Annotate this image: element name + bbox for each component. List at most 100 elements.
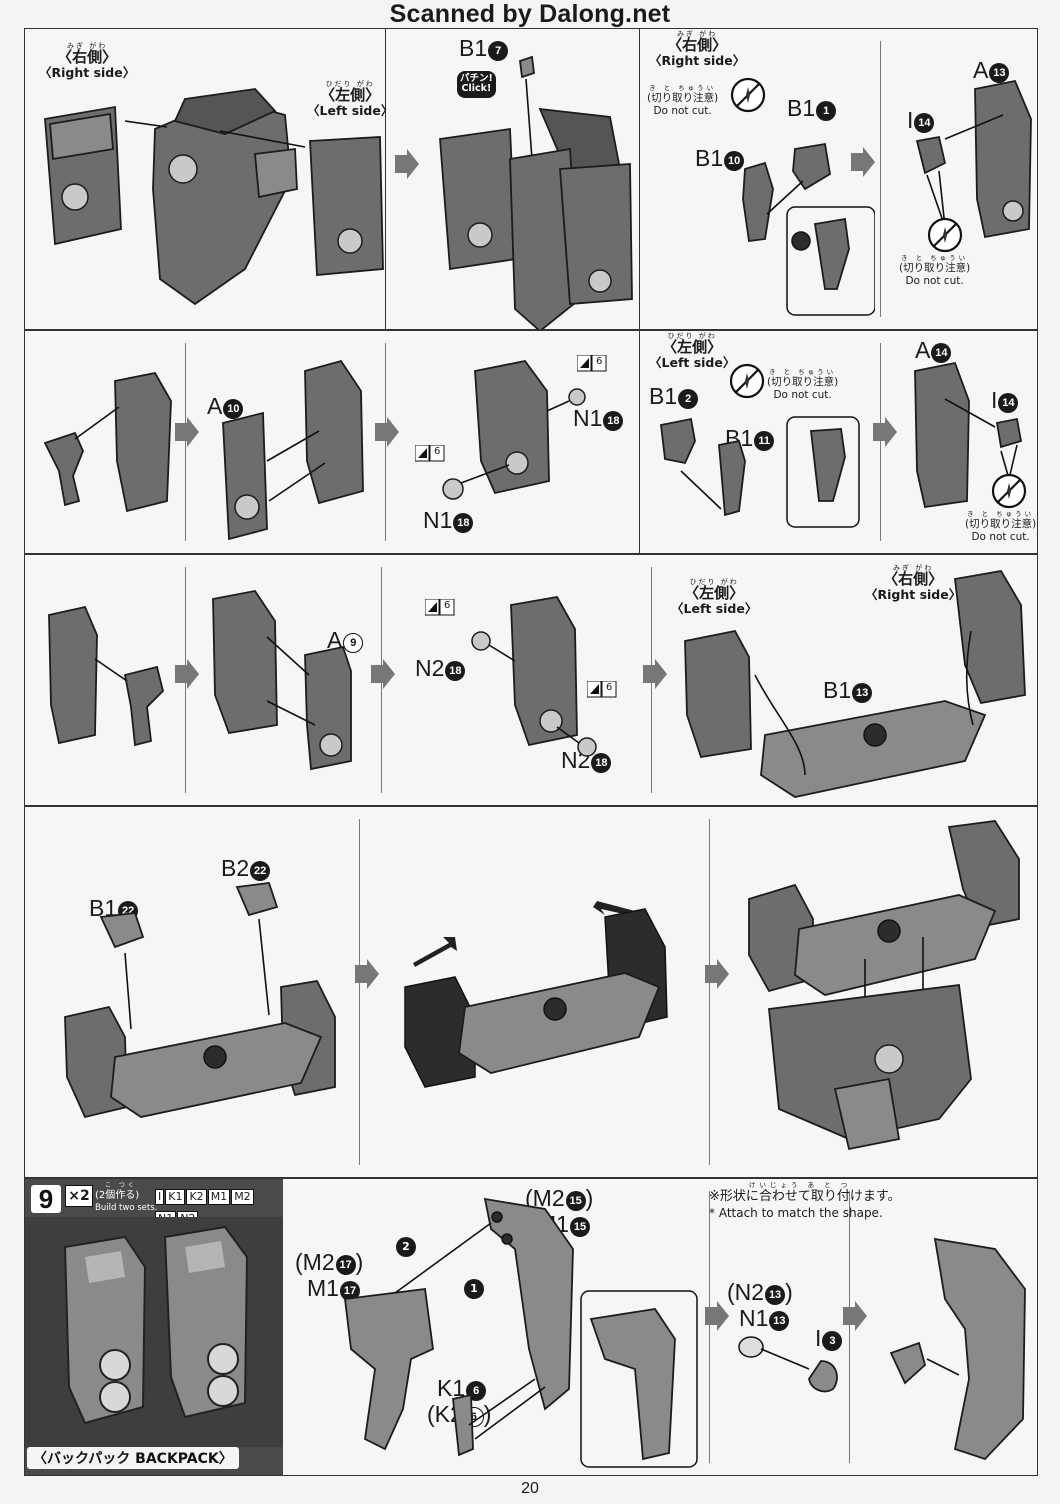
order-1-badge: 1 bbox=[463, 1279, 484, 1299]
step-arrow-icon-12 bbox=[843, 1301, 867, 1331]
page-number: 20 bbox=[521, 1480, 539, 1497]
row2-divider-a bbox=[185, 343, 186, 541]
row4-panel1-illustration bbox=[64, 882, 336, 1119]
step-arrow-icon-2 bbox=[851, 147, 875, 177]
no-cut-icon-3 bbox=[729, 363, 765, 399]
step-number: 9 bbox=[31, 1185, 61, 1213]
row1-divider-a bbox=[385, 29, 386, 329]
no-cut-icon bbox=[730, 77, 766, 113]
step-arrow-icon-11 bbox=[705, 1301, 729, 1331]
left-side-label: ひだり がわ 〈左側〉 〈Left side〉 bbox=[307, 80, 394, 119]
row2-divider-d bbox=[880, 343, 881, 541]
row2-divider-b bbox=[385, 343, 386, 541]
row2-panel1-illustration bbox=[43, 371, 172, 513]
no-cut-icon-2 bbox=[927, 217, 963, 253]
right-side-label: みぎ がわ 〈右側〉 〈Right side〉 bbox=[39, 42, 136, 81]
instruction-row-1: みぎ がわ 〈右側〉 〈Right side〉 ひだり がわ 〈左側〉 〈Lef… bbox=[24, 28, 1038, 331]
runner-tag-icon-3 bbox=[425, 599, 455, 616]
attach-shape-note: けいじょう あ と つ ※形状に合わせて取り付けます。 * Attach to … bbox=[709, 1181, 901, 1221]
step9-divider-a bbox=[709, 1191, 710, 1463]
runner-tag-number-3: 6 bbox=[444, 600, 451, 611]
runner-tag-number: 6 bbox=[596, 356, 603, 367]
row4-panel2-illustration bbox=[404, 895, 668, 1088]
runner-k2: K2 bbox=[186, 1189, 207, 1205]
no-cut-icon-4 bbox=[991, 473, 1027, 509]
row2-panel2-illustration bbox=[222, 359, 364, 541]
step-arrow-icon-8 bbox=[643, 659, 667, 689]
backpack-label: 〈バックパック BACKPACK〉 bbox=[27, 1447, 239, 1469]
row1-panel3-illustration bbox=[742, 142, 875, 316]
caution-note-2: き と ちゅうい (切り取り注意)Do not cut. bbox=[899, 254, 971, 287]
row2-divider-c bbox=[639, 331, 640, 553]
row2-panel4-illustration bbox=[660, 416, 860, 528]
runner-k1: K1 bbox=[165, 1189, 186, 1205]
step-arrow-icon-6 bbox=[175, 659, 199, 689]
step-arrow-icon-4 bbox=[375, 417, 399, 447]
row2-panel3-illustration bbox=[442, 360, 586, 500]
row1-panel4-illustration bbox=[915, 79, 1032, 239]
runner-tag-number-2: 6 bbox=[434, 446, 441, 457]
row4-divider-a bbox=[359, 819, 360, 1165]
step9-final-illustration bbox=[889, 1237, 1026, 1461]
right-side-label-2: みぎ がわ 〈右側〉 〈Right side〉 bbox=[649, 30, 746, 69]
step9-assembly-illustration bbox=[343, 1197, 698, 1468]
row3-panel3-illustration bbox=[471, 596, 597, 757]
build-two-sets-label: こ つく (2個作る) Build two sets. bbox=[95, 1182, 158, 1213]
runner-m1: M1 bbox=[207, 1189, 231, 1205]
caution-note-3: き と ちゅうい (切り取り注意)Do not cut. bbox=[767, 368, 839, 401]
left-side-label-2: ひだり がわ 〈左側〉 〈Left side〉 bbox=[649, 332, 736, 371]
step-arrow-icon-9 bbox=[355, 959, 379, 989]
row3-panel2-illustration bbox=[212, 590, 352, 771]
right-side-label-3: みぎ がわ 〈右側〉 〈Right side〉 bbox=[865, 564, 962, 603]
runner-tag-number-4: 6 bbox=[606, 682, 613, 693]
row1-panel2-illustration bbox=[439, 55, 633, 331]
row4-panel3-illustration bbox=[748, 820, 1020, 1151]
runner-m2: M2 bbox=[231, 1189, 254, 1205]
step-arrow-icon-7 bbox=[371, 659, 395, 689]
step9-divider-b bbox=[849, 1191, 850, 1463]
n1-i-parts-illustration bbox=[738, 1336, 838, 1393]
runner-tag-icon bbox=[577, 355, 607, 372]
caution-note-4: き と ちゅうい (切り取り注意)Do not cut. bbox=[965, 510, 1037, 543]
runner-tag-icon-2 bbox=[415, 445, 445, 462]
order-2-badge: 2 bbox=[395, 1237, 416, 1257]
runner-i: I bbox=[155, 1189, 165, 1205]
row4-divider-b bbox=[709, 819, 710, 1165]
step-arrow-icon-3 bbox=[175, 417, 199, 447]
row1-divider-b bbox=[639, 29, 640, 329]
step-arrow-icon-5 bbox=[873, 417, 897, 447]
step-arrow-icon bbox=[395, 149, 419, 179]
row2-panel5-illustration bbox=[914, 361, 1023, 509]
backpack-photo bbox=[25, 1217, 283, 1447]
multiplier-badge: ×2 bbox=[65, 1185, 93, 1207]
watermark-title: Scanned by Dalong.net bbox=[389, 0, 671, 28]
step-arrow-icon-10 bbox=[705, 959, 729, 989]
row3-panel1-illustration bbox=[48, 605, 164, 747]
row3-panel4-illustration bbox=[684, 570, 1026, 798]
caution-note-1: き と ちゅうい (切り取り注意)Do not cut. bbox=[647, 84, 719, 117]
left-side-label-3: ひだり がわ 〈左側〉 〈Left side〉 bbox=[671, 578, 758, 617]
runner-tag-icon-4 bbox=[587, 681, 617, 698]
row1-panel1-illustration bbox=[44, 88, 384, 306]
